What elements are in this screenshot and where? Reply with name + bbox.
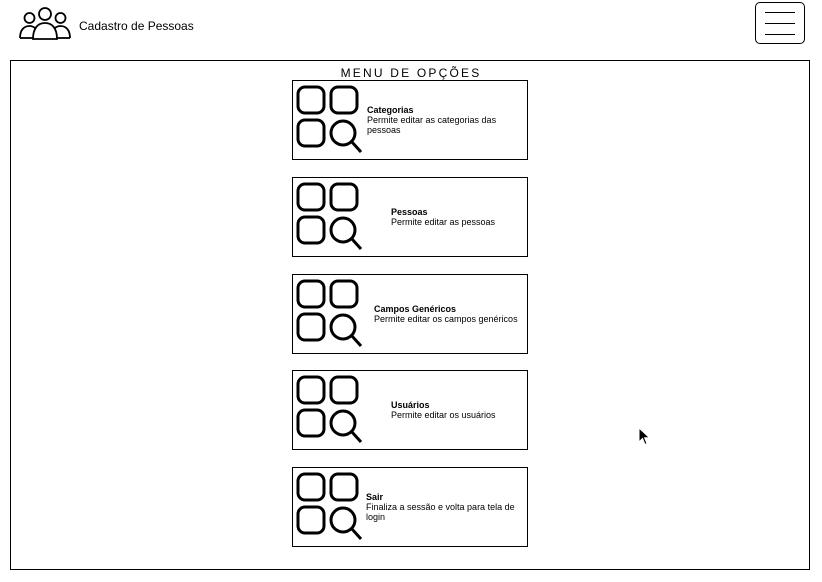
hamburger-line [765,12,795,13]
menu-item-usuarios[interactable]: Usuários Permite editar os usuários [292,370,528,450]
hamburger-line [765,23,795,24]
users-group-icon [19,7,71,40]
menu-item-description: Permite editar os campos genéricos [374,314,518,324]
menu-item-title: Campos Genéricos [374,304,457,314]
main-panel: MENU DE OPÇÕES Categorias Permite editar… [10,60,810,570]
menu-item-text: Categorias Permite editar as categorias … [367,81,527,159]
menu-item-pessoas[interactable]: Pessoas Permite editar as pessoas [292,177,528,257]
apps-search-icon [296,279,363,348]
menu-item-title: Sair [366,492,384,502]
menu-item-description: Finaliza a sessão e volta para tela de l… [366,502,515,522]
apps-search-icon [296,472,363,541]
menu-item-title: Pessoas [391,207,428,217]
menu-item-categorias[interactable]: Categorias Permite editar as categorias … [292,80,528,160]
menu-item-text: Usuários Permite editar os usuários [391,371,496,449]
menu-item-description: Permite editar as categorias das pessoas [367,115,497,135]
menu-item-campos-genericos[interactable]: Campos Genéricos Permite editar os campo… [292,274,528,354]
apps-search-icon [296,375,363,444]
app-title: Cadastro de Pessoas [79,19,194,33]
menu-title: MENU DE OPÇÕES [340,66,482,80]
hamburger-menu-button[interactable] [755,2,805,44]
menu-item-description: Permite editar as pessoas [391,217,496,227]
app-header: Cadastro de Pessoas [0,0,822,56]
menu-item-title: Usuários [391,400,430,410]
mouse-cursor-icon [638,427,651,446]
apps-search-icon [296,182,363,251]
apps-search-icon [296,85,363,154]
menu-item-title: Categorias [367,105,414,115]
menu-item-text: Pessoas Permite editar as pessoas [391,178,495,256]
hamburger-line [765,34,795,35]
menu-item-text: Sair Finaliza a sessão e volta para tela… [366,468,516,546]
menu-item-description: Permite editar os usuários [391,410,496,420]
menu-item-text: Campos Genéricos Permite editar os campo… [374,275,518,353]
menu-item-sair[interactable]: Sair Finaliza a sessão e volta para tela… [292,467,528,547]
